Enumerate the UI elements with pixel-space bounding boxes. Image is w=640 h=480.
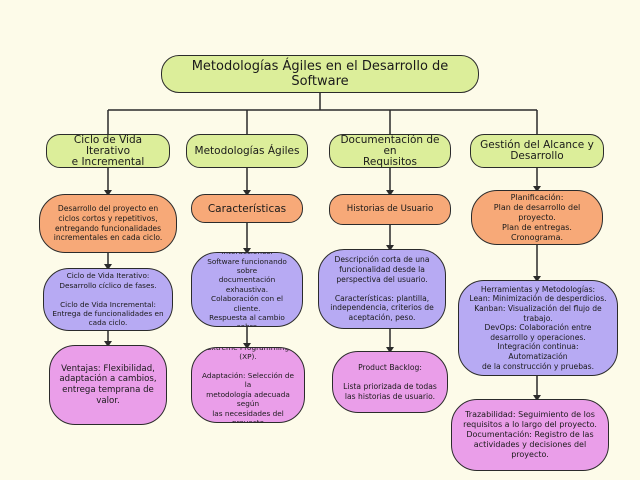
descripcion-historias-text: Descripción corta de una funcionalidad d… — [330, 255, 434, 322]
heading-metodologias-agiles-label: Metodologías Ágiles — [194, 144, 300, 157]
herramientas-metodologias-node: Herramientas y Metodologías: Lean: Minim… — [458, 280, 618, 376]
descripcion-historias-node: Descripción corta de una funcionalidad d… — [318, 249, 446, 329]
tipos-adaptacion-text: Tipos: Scrum, Kanban, Extreme Programmin… — [201, 347, 295, 423]
heading-metodologias-agiles: Metodologías Ágiles — [186, 134, 308, 168]
ventajas-text: Ventajas: Flexibilidad, adaptación a cam… — [59, 363, 157, 406]
heading-gestion-alcance: Gestión del Alcance y Desarrollo — [470, 134, 604, 168]
principios-agiles-node: Foco en el individuo y las interacciones… — [191, 252, 303, 327]
planificacion-node: Planificación: Plan de desarrollo del pr… — [471, 190, 603, 245]
arrow-col1-1 — [104, 190, 112, 196]
arrow-col3-1 — [386, 190, 394, 196]
arrow-col1-2 — [104, 264, 112, 270]
main-title: Metodologías Ágiles en el Desarrollo de … — [191, 59, 449, 89]
trazabilidad-node: Trazabilidad: Seguimiento de los requisi… — [451, 399, 609, 471]
arrow-col4-1 — [533, 186, 541, 192]
caracteristicas-text: Características — [207, 202, 287, 215]
heading-ciclo-de-vida-label: Ciclo de Vida Iterativo e Incremental — [71, 134, 145, 168]
desarrollo-ciclos-node: Desarrollo del proyecto en ciclos cortos… — [39, 194, 177, 253]
heading-ciclo-de-vida: Ciclo de Vida Iterativo e Incremental — [46, 134, 170, 168]
main-title-node: Metodologías Ágiles en el Desarrollo de … — [161, 55, 479, 93]
arrow-col4-2 — [533, 276, 541, 282]
arrow-col3-3 — [386, 347, 394, 353]
arrow-col3-2 — [386, 245, 394, 251]
arrow-col1-3 — [104, 341, 112, 347]
tipos-adaptacion-node: Tipos: Scrum, Kanban, Extreme Programmin… — [191, 347, 305, 423]
arrow-col2-2 — [243, 248, 251, 254]
desarrollo-ciclos-text: Desarrollo del proyecto en ciclos cortos… — [53, 204, 163, 243]
principios-agiles-text: Foco en el individuo y las interacciones… — [207, 253, 287, 327]
caracteristicas-node: Características — [191, 194, 303, 223]
product-backlog-text: Product Backlog: Lista priorizada de tod… — [343, 362, 437, 401]
trazabilidad-text: Trazabilidad: Seguimiento de los requisi… — [463, 410, 597, 459]
ventajas-node: Ventajas: Flexibilidad, adaptación a cam… — [49, 345, 167, 425]
arrow-col2-3 — [243, 343, 251, 349]
connector-root — [107, 93, 538, 134]
arrow-col2-1 — [243, 190, 251, 196]
product-backlog-node: Product Backlog: Lista priorizada de tod… — [332, 351, 448, 413]
historias-usuario-text: Historias de Usuario — [346, 204, 434, 215]
ciclo-tipos-node: Ciclo de Vida Iterativo: Desarrollo cícl… — [43, 268, 173, 331]
ciclo-tipos-text: Ciclo de Vida Iterativo: Desarrollo cícl… — [52, 271, 164, 328]
heading-gestion-alcance-label: Gestión del Alcance y Desarrollo — [480, 139, 594, 162]
herramientas-metodologias-text: Herramientas y Metodologías: Lean: Minim… — [469, 284, 607, 371]
heading-documentacion-requisitos-label: Documentación de en Requisitos — [340, 134, 440, 168]
heading-documentacion-requisitos: Documentación de en Requisitos — [329, 134, 451, 168]
arrow-col4-3 — [533, 395, 541, 401]
planificacion-text: Planificación: Plan de desarrollo del pr… — [493, 192, 581, 242]
historias-usuario-node: Historias de Usuario — [329, 194, 451, 225]
